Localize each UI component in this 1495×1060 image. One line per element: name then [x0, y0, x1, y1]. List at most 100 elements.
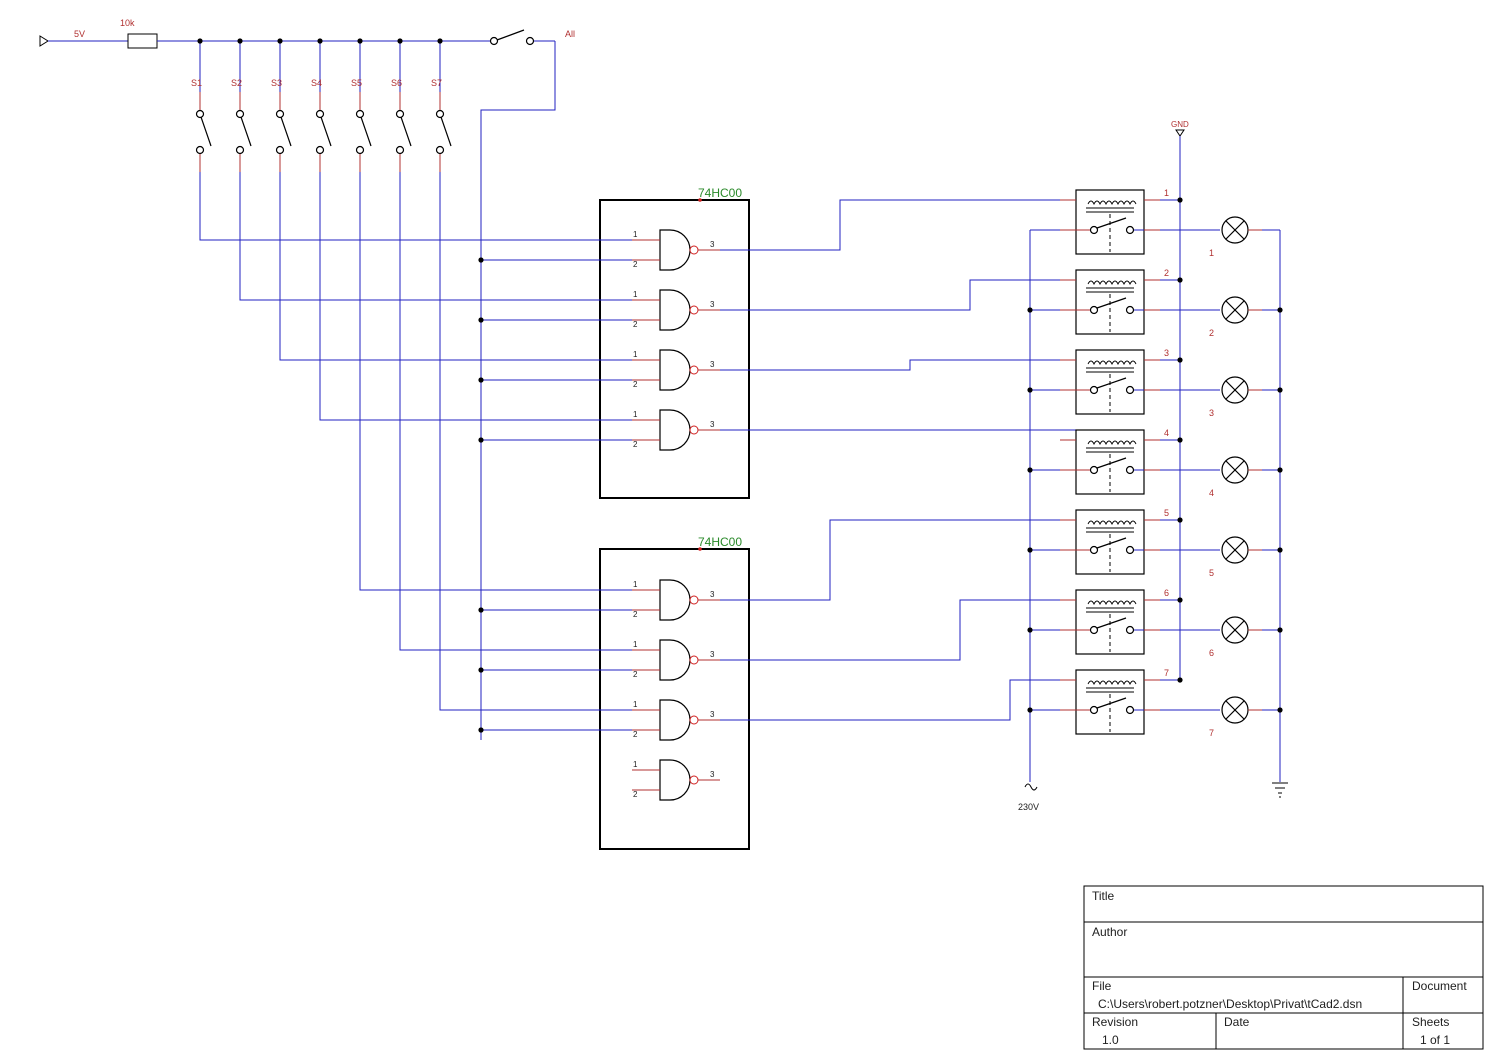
- pin-2-label: 2: [633, 730, 638, 739]
- switch-3[interactable]: S3: [271, 41, 292, 172]
- junction-dot: [478, 607, 484, 613]
- junction-dot: [1027, 627, 1033, 633]
- all-switch[interactable]: [489, 29, 535, 46]
- ground-icon: [1272, 782, 1288, 798]
- junction-dot: [478, 317, 484, 323]
- lamp-6: 6: [1134, 616, 1280, 658]
- switch-1[interactable]: S1: [191, 41, 212, 172]
- junction-dot: [1277, 467, 1283, 473]
- pin-2-label: 2: [633, 380, 638, 389]
- pin-1-label: 1: [633, 580, 638, 589]
- junction-dot: [1177, 597, 1183, 603]
- nand-gate: 123: [632, 639, 720, 681]
- lamp-2: 2: [1134, 296, 1280, 338]
- gnd-label: GND: [1171, 120, 1189, 129]
- pin-3-label: 3: [710, 240, 715, 249]
- relay-5: 5: [1030, 508, 1180, 575]
- file-path-value: C:\Users\robert.potzner\Desktop\Privat\t…: [1098, 997, 1362, 1011]
- junction-dot: [1027, 547, 1033, 553]
- all-label: All: [565, 29, 575, 39]
- junction-dot: [1027, 707, 1033, 713]
- supply-label: 5V: [74, 29, 85, 39]
- junction-dot: [1277, 627, 1283, 633]
- lamp-3: 3: [1134, 376, 1280, 418]
- pin-3-label: 3: [710, 300, 715, 309]
- pin-2-label: 2: [633, 260, 638, 269]
- switch-5[interactable]: S5: [351, 41, 372, 172]
- pin-2-label: 2: [633, 320, 638, 329]
- relay-3: 3: [1030, 348, 1180, 415]
- resistor-icon: [127, 33, 158, 49]
- sheets-field-label: Sheets: [1412, 1015, 1449, 1029]
- chip-1-body: [599, 199, 750, 499]
- junction-dot: [1027, 467, 1033, 473]
- pin-2-label: 2: [633, 610, 638, 619]
- nand-gate: 1 2 3: [632, 579, 720, 621]
- relay-number-label: 1: [1164, 188, 1169, 198]
- lamp-number-label: 1: [1209, 248, 1214, 258]
- pin-3-label: 3: [710, 590, 715, 599]
- pin-1-label: 1: [633, 350, 638, 359]
- relay-number-label: 6: [1164, 588, 1169, 598]
- switch-label: S4: [311, 78, 322, 88]
- junction-dot: [277, 38, 283, 44]
- pin-3-label: 3: [710, 770, 715, 779]
- pin-3-label: 3: [710, 420, 715, 429]
- pin-2-label: 2: [633, 670, 638, 679]
- pin-2-label: 2: [633, 440, 638, 449]
- junction-dot: [1277, 547, 1283, 553]
- lamp-4: 4: [1134, 456, 1280, 498]
- junction-dot: [1277, 707, 1283, 713]
- switch-6[interactable]: S6: [391, 41, 412, 172]
- lamp-number-label: 7: [1209, 728, 1214, 738]
- switch-4[interactable]: S4: [311, 41, 332, 172]
- chip-2-label: 74HC00: [698, 535, 742, 549]
- relay-6: 6: [1030, 588, 1180, 655]
- relay-1: 1: [1030, 188, 1180, 255]
- junction-dot: [397, 38, 403, 44]
- lamp-5: 5: [1134, 536, 1280, 578]
- lamp-number-label: 4: [1209, 488, 1214, 498]
- supply-section: 5V 10k All: [39, 18, 575, 740]
- resistor-label: 10k: [120, 18, 135, 28]
- nand-gate: 1 2 3: [632, 349, 720, 391]
- pin-3-label: 3: [710, 360, 715, 369]
- junction-dot: [1277, 387, 1283, 393]
- relay-7: 7: [1030, 668, 1180, 735]
- junction-dot: [1177, 437, 1183, 443]
- chip-1: 74HC00: [599, 186, 750, 499]
- document-field-label: Document: [1412, 979, 1467, 993]
- pin-1-label: 1: [633, 230, 638, 239]
- title-block: Title Author File C:\Users\robert.potzne…: [1083, 885, 1484, 1050]
- nand-gate: 123: [632, 409, 720, 451]
- pin-2-label: 2: [633, 790, 638, 799]
- junction-dot: [1177, 517, 1183, 523]
- junction-dot: [1277, 307, 1283, 313]
- junction-dot: [357, 38, 363, 44]
- revision-value: 1.0: [1102, 1033, 1119, 1047]
- junction-dot: [1177, 677, 1183, 683]
- junction-dot: [237, 38, 243, 44]
- junction-dot: [317, 38, 323, 44]
- relay-2: 2: [1030, 268, 1180, 335]
- supply-arrow-icon: [39, 35, 49, 47]
- nand-gate: 1 2 3: [632, 229, 720, 271]
- chip-1-label: 74HC00: [698, 186, 742, 200]
- lamp-number-label: 2: [1209, 328, 1214, 338]
- lamp-7: 7: [1134, 696, 1280, 738]
- switch-7[interactable]: S7: [431, 41, 452, 172]
- pin-1-label: 1: [633, 760, 638, 769]
- relay-number-label: 7: [1164, 668, 1169, 678]
- lamp-number-label: 5: [1209, 568, 1214, 578]
- switch-2[interactable]: S2: [231, 41, 252, 172]
- rails: GND 230V: [1018, 120, 1288, 812]
- junction-dot: [1177, 277, 1183, 283]
- junction-dot: [1027, 387, 1033, 393]
- switch-label: S6: [391, 78, 402, 88]
- chip-2: 74HC00: [599, 535, 750, 850]
- wire-group: [199, 172, 1076, 733]
- relay-number-label: 2: [1164, 268, 1169, 278]
